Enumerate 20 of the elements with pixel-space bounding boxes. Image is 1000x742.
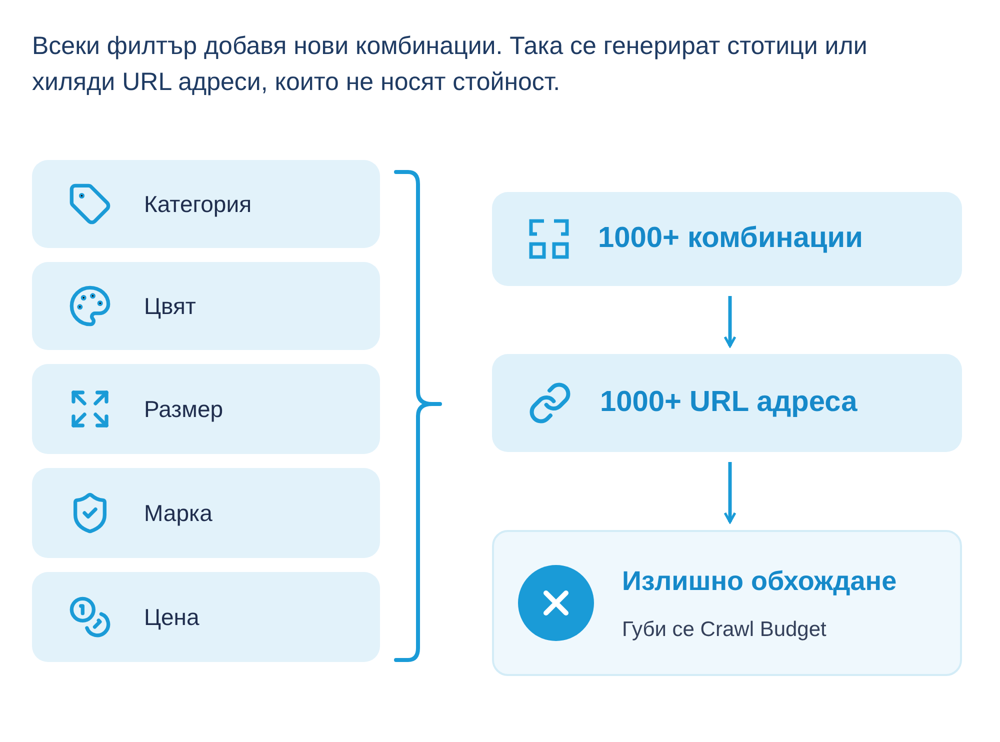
step-label: 1000+ комбинации [598,221,863,256]
arrow [724,296,736,348]
arrow [724,462,736,524]
filter-label: Категория [144,190,252,219]
filter-box [32,262,380,350]
filter-box [32,572,380,662]
filter-label: Марка [144,498,212,528]
filter-label: Цена [144,602,200,632]
step-box [492,192,962,286]
step-label: 1000+ URL адреса [600,385,858,420]
filter-label: Размер [144,394,224,424]
result-box [492,530,962,676]
result-subtitle: Губи се Crawl Budget [622,616,828,642]
step-box [492,354,962,452]
filter-box [32,160,380,248]
title: Всеки филтър добавя нови комбинации. Така се генерират стотици или хиляди URL адреси, които не носят стойност. [32,31,868,98]
filter-label: Цвят [144,292,196,321]
filter-box [32,364,380,454]
result-heading: Излишно обхождане [622,565,897,598]
filter-box [32,468,380,558]
